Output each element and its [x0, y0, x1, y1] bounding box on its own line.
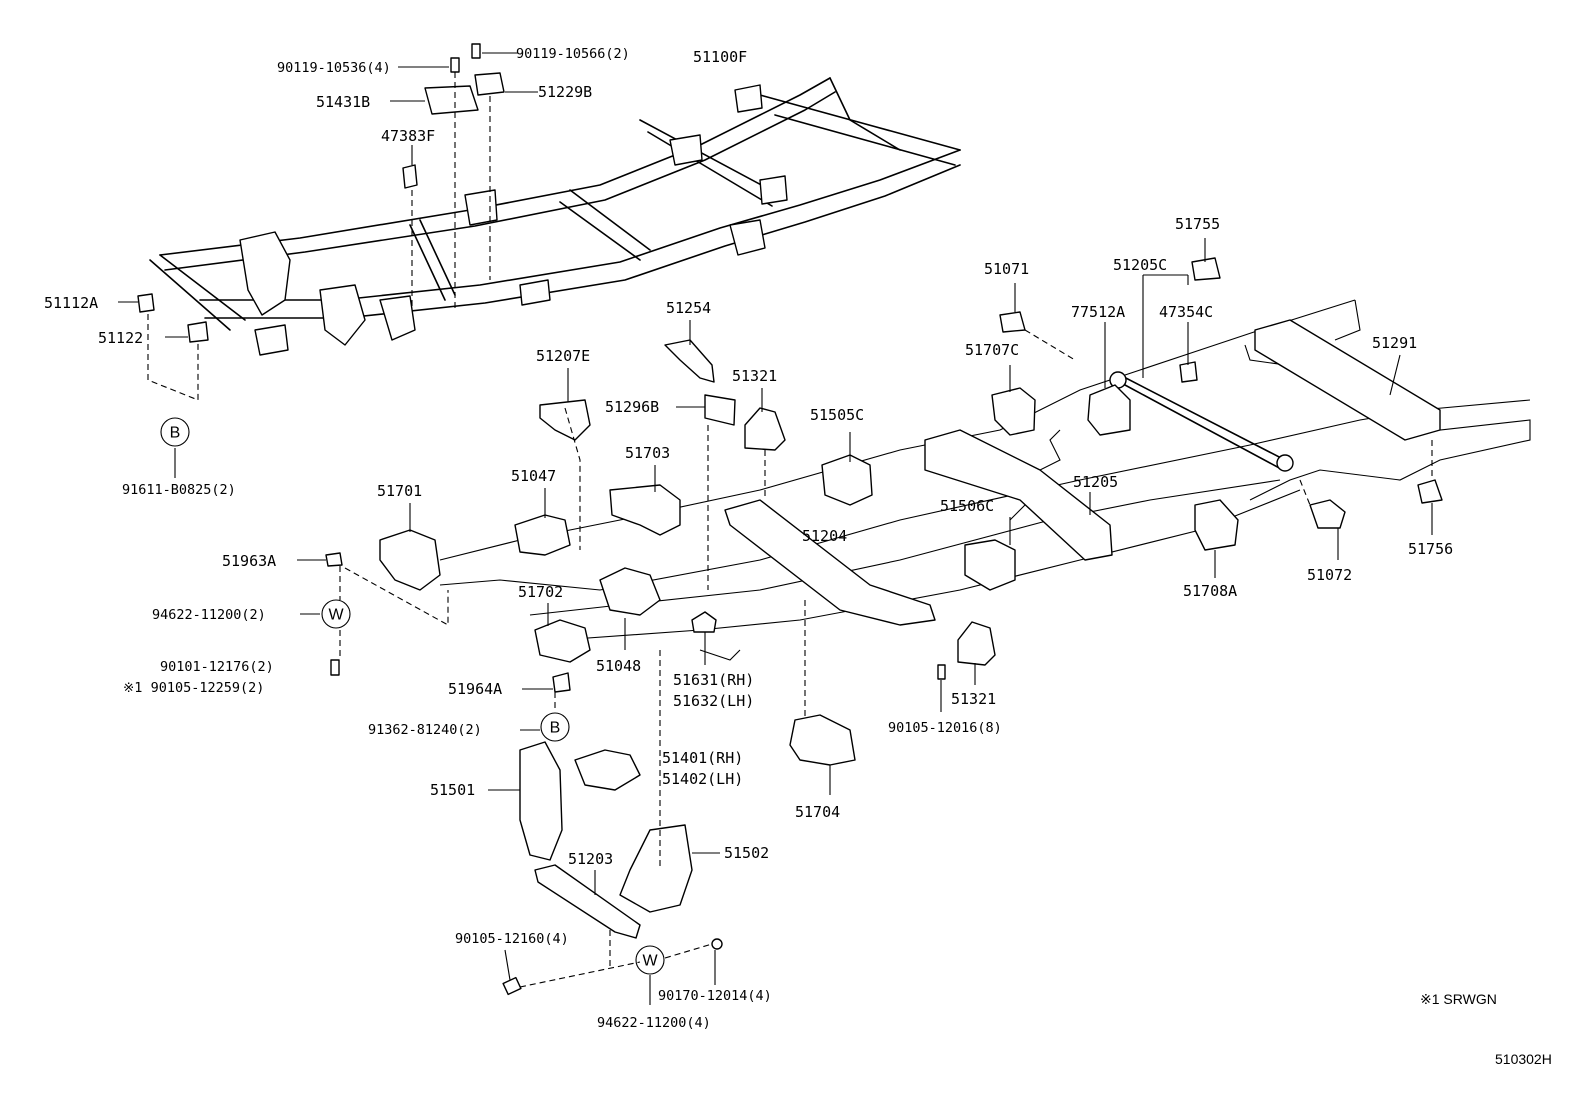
svg-text:B: B — [550, 720, 561, 737]
bolt-shape-a — [450, 57, 460, 73]
label-90119-10536: 90119-10536(4) — [277, 60, 391, 76]
label-51964A: 51964A — [448, 680, 502, 698]
label-51506C: 51506C — [940, 497, 994, 515]
label-51632: 51632(LH) — [673, 692, 754, 710]
label-90105-12016: 90105-12016(8) — [888, 720, 1002, 736]
label-91611-B0825: 91611-B0825(2) — [122, 482, 236, 498]
label-51401: 51401(RH) — [662, 749, 743, 767]
label-51071: 51071 — [984, 260, 1029, 278]
svg-text:B: B — [170, 425, 181, 442]
upper-leaders — [118, 52, 538, 478]
svg-text:W: W — [328, 607, 344, 624]
label-51431B: 51431B — [316, 93, 370, 111]
label-51048: 51048 — [596, 657, 641, 675]
label-77512A: 77512A — [1071, 303, 1125, 321]
figure-code: 510302H — [1495, 1051, 1552, 1067]
bracket-51229B-shape — [474, 72, 505, 96]
label-51502: 51502 — [724, 844, 769, 862]
label-51205: 51205 — [1073, 473, 1118, 491]
label-51631: 51631(RH) — [673, 671, 754, 689]
label-51254: 51254 — [666, 299, 711, 317]
lower-parts — [325, 257, 1443, 996]
label-51963A: 51963A — [222, 552, 276, 570]
label-51402: 51402(LH) — [662, 770, 743, 788]
label-47383F: 47383F — [381, 127, 435, 145]
label-90170-12014: 90170-12014(4) — [658, 988, 772, 1004]
part-labels: 90119-10536(4) 90119-10566(2) 51100F 514… — [44, 46, 1552, 1067]
label-51207E: 51207E — [536, 347, 590, 365]
upper-frame-assembly — [149, 77, 961, 356]
marker-b-lower: B — [540, 712, 570, 742]
label-51701: 51701 — [377, 482, 422, 500]
bolt-shape-b — [471, 43, 481, 59]
label-51204: 51204 — [802, 527, 847, 545]
label-51229B: 51229B — [538, 83, 592, 101]
label-91362-81240: 91362-81240(2) — [368, 722, 482, 738]
label-51321-bottom: 51321 — [951, 690, 996, 708]
label-51505C: 51505C — [810, 406, 864, 424]
top-fasteners — [137, 43, 505, 343]
label-94622-11200-4: 94622-11200(4) — [597, 1015, 711, 1031]
label-51291: 51291 — [1372, 334, 1417, 352]
label-51756: 51756 — [1408, 540, 1453, 558]
label-90101-12176: 90101-12176(2) — [160, 659, 274, 675]
svg-text:W: W — [642, 953, 658, 970]
label-51203: 51203 — [568, 850, 613, 868]
label-51755: 51755 — [1175, 215, 1220, 233]
label-51708A: 51708A — [1183, 582, 1237, 600]
label-90105-12160: 90105-12160(4) — [455, 931, 569, 947]
label-51296B: 51296B — [605, 398, 659, 416]
marker-w-bottom: W — [635, 945, 665, 975]
marker-b-top: B — [160, 417, 190, 447]
label-51072: 51072 — [1307, 566, 1352, 584]
label-51501: 51501 — [430, 781, 475, 799]
label-94622-11200-2: 94622-11200(2) — [152, 607, 266, 623]
lower-leaders — [297, 238, 1433, 1005]
footnote-srwgn: ※1 SRWGN — [1420, 991, 1497, 1007]
label-51100F: 51100F — [693, 48, 747, 66]
label-51112A: 51112A — [44, 294, 98, 312]
label-51047: 51047 — [511, 467, 556, 485]
label-90105-12259: ※1 90105-12259(2) — [123, 680, 264, 696]
label-51122: 51122 — [98, 329, 143, 347]
label-47354C: 47354C — [1159, 303, 1213, 321]
label-51205C: 51205C — [1113, 256, 1167, 274]
marker-w-left: W — [321, 599, 351, 629]
label-51321-top: 51321 — [732, 367, 777, 385]
cushion-51112A-shape — [137, 293, 155, 313]
bracket-51431B-shape — [424, 85, 479, 115]
label-51704: 51704 — [795, 803, 840, 821]
label-51702: 51702 — [518, 583, 563, 601]
cushion-51122-shape — [187, 321, 209, 343]
label-51707C: 51707C — [965, 341, 1019, 359]
clip-47383F-shape — [402, 164, 418, 189]
label-90119-10566: 90119-10566(2) — [516, 46, 630, 62]
label-51703: 51703 — [625, 444, 670, 462]
